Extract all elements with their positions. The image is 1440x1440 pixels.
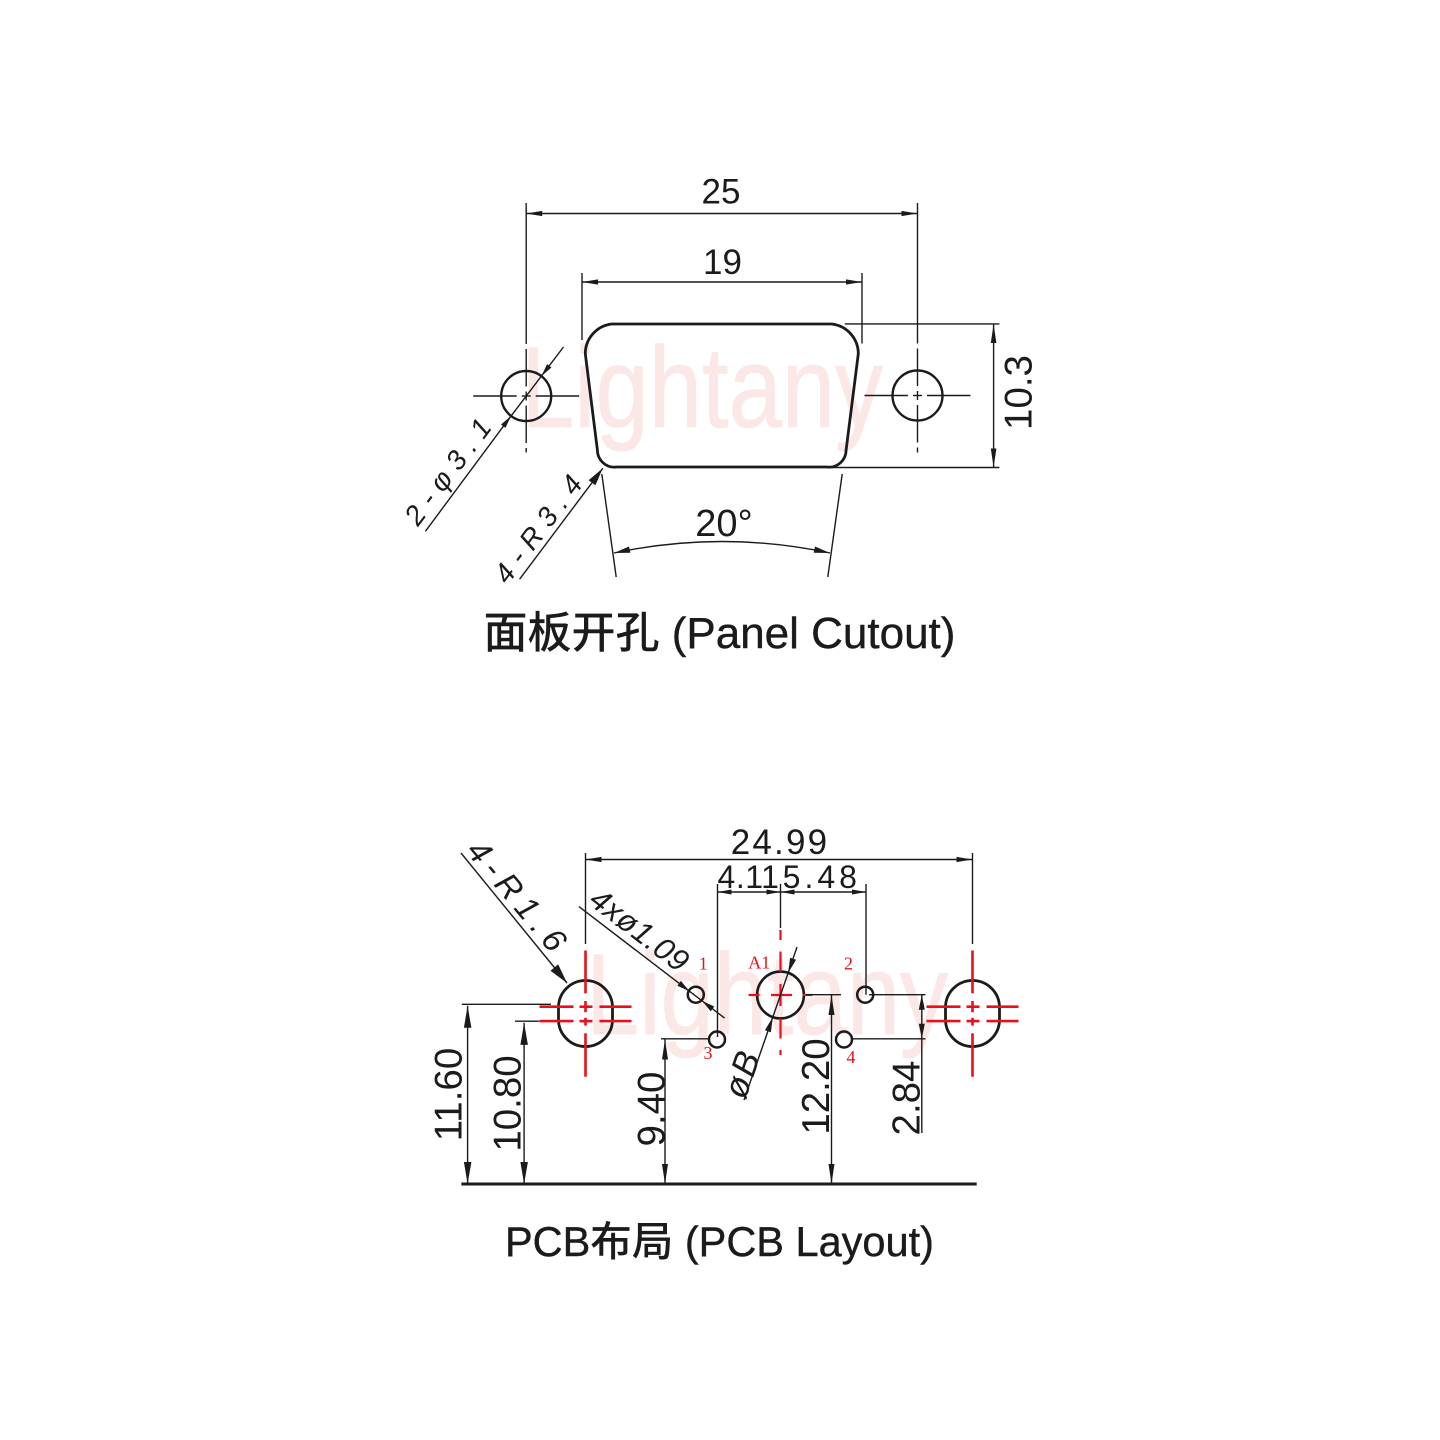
svg-text:10.3: 10.3 — [997, 355, 1040, 430]
svg-text:11.60: 11.60 — [428, 1048, 471, 1142]
svg-text:1: 1 — [699, 953, 708, 973]
svg-text:3: 3 — [704, 1043, 713, 1063]
svg-text:4.11: 4.11 — [718, 859, 780, 895]
svg-text:A1: A1 — [748, 952, 770, 972]
svg-text:20°: 20° — [695, 503, 752, 545]
svg-text:25: 25 — [702, 172, 741, 211]
svg-text:10.80: 10.80 — [487, 1055, 530, 1151]
svg-text:(Panel Cutout): (Panel Cutout) — [660, 609, 956, 658]
svg-text:19: 19 — [703, 243, 742, 282]
svg-text:9.40: 9.40 — [630, 1072, 673, 1147]
svg-text:12.20: 12.20 — [795, 1038, 838, 1134]
svg-text:2.84: 2.84 — [885, 1061, 928, 1136]
svg-text:4: 4 — [847, 1047, 856, 1067]
svg-text:2: 2 — [844, 953, 853, 973]
svg-text:Lightany: Lightany — [521, 324, 883, 452]
svg-text:(PCB Layout): (PCB Layout) — [673, 1218, 934, 1265]
svg-text:5.48: 5.48 — [783, 859, 861, 895]
svg-text:PCB: PCB — [505, 1218, 590, 1265]
svg-text:24.99: 24.99 — [731, 823, 830, 862]
